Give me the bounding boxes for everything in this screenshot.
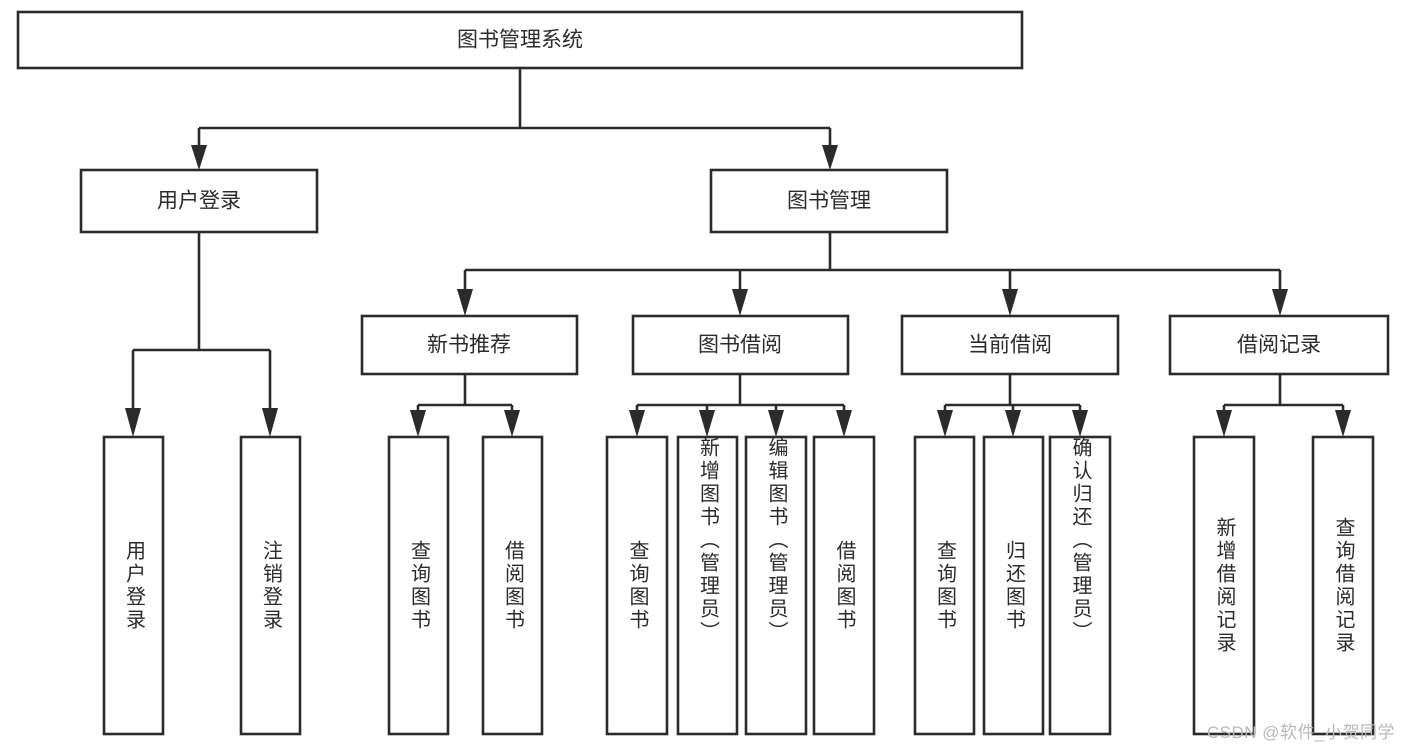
leaf-box-user-login-1[interactable]	[239, 435, 302, 736]
leaf-box-book-borrow-0[interactable]	[605, 435, 669, 736]
node-label-book-management: 图书管理	[787, 190, 871, 213]
arrow-head-book-borrow-leaf-3	[836, 410, 852, 437]
leaf-box-book-borrow-1[interactable]	[676, 435, 739, 736]
node-label-user-login: 用户登录	[157, 190, 241, 213]
connector-group-new-book-recommend	[410, 374, 520, 437]
connector-group-borrow-record	[1216, 374, 1351, 437]
node-box-book-borrow[interactable]	[631, 314, 850, 376]
csdn-watermark: CSDN @软件_小贺同学	[1206, 723, 1395, 742]
connector-group-user-login	[125, 232, 278, 437]
arrow-head-current-borrow-leaf-2	[1072, 410, 1088, 437]
arrow-head-current-borrow	[1002, 289, 1018, 316]
arrow-head-current-borrow-leaf-1	[1005, 410, 1021, 437]
leaf-box-current-borrow-1[interactable]	[982, 435, 1045, 736]
node-box-root[interactable]	[16, 10, 1024, 70]
arrow-head-book-mgmt	[822, 145, 838, 170]
arrow-head-book-borrow-leaf-2	[768, 410, 784, 437]
connector-group-book-borrow	[629, 374, 852, 437]
leaf-box-new-book-recommend-1[interactable]	[481, 435, 544, 736]
arrow-head-borrow-record-leaf-0	[1216, 410, 1232, 437]
leaf-box-borrow-record-1[interactable]	[1311, 435, 1375, 736]
leaf-box-current-borrow-2[interactable]	[1048, 435, 1112, 736]
node-box-new-book-recommend[interactable]	[360, 314, 579, 376]
connector-group-book-mgmt	[457, 232, 1288, 316]
arrow-head-new-book-leaf-1	[504, 410, 520, 437]
arrow-head-current-borrow-leaf-0	[937, 410, 953, 437]
arrow-head-user-login-leaf-0	[125, 408, 141, 437]
leaf-box-user-login-0[interactable]	[102, 435, 165, 736]
leaf-box-new-book-recommend-0[interactable]	[387, 435, 450, 736]
leaf-box-current-borrow-0[interactable]	[913, 435, 976, 736]
arrow-head-book-borrow-leaf-0	[629, 410, 645, 437]
node-label-new-book-recommend: 新书推荐	[427, 334, 511, 357]
node-label-borrow-record: 借阅记录	[1237, 334, 1321, 357]
node-label-root: 图书管理系统	[457, 29, 583, 52]
leaf-box-book-borrow-2[interactable]	[744, 435, 808, 736]
node-label-book-borrow: 图书借阅	[698, 334, 782, 357]
node-box-user-login[interactable]	[79, 168, 319, 234]
arrow-head-book-borrow-leaf-1	[699, 410, 715, 437]
arrow-head-borrow-record	[1272, 289, 1288, 316]
arrow-head-new-book-recommend	[457, 289, 473, 316]
connector-group-current-borrow	[937, 374, 1088, 437]
node-label-current-borrow: 当前借阅	[968, 334, 1052, 357]
arrow-head-user-login	[191, 145, 207, 170]
node-box-borrow-record[interactable]	[1168, 314, 1390, 376]
leaf-box-borrow-record-0[interactable]	[1192, 435, 1256, 736]
node-box-current-borrow[interactable]	[900, 314, 1120, 376]
arrow-head-borrow-record-leaf-1	[1335, 410, 1351, 437]
arrow-head-user-login-leaf-1	[262, 408, 278, 437]
node-box-book-management[interactable]	[709, 168, 949, 234]
connector-group-root	[191, 68, 838, 170]
arrow-head-book-borrow	[732, 289, 748, 316]
leaf-box-book-borrow-3[interactable]	[812, 435, 876, 736]
arrow-head-new-book-leaf-0	[410, 410, 426, 437]
